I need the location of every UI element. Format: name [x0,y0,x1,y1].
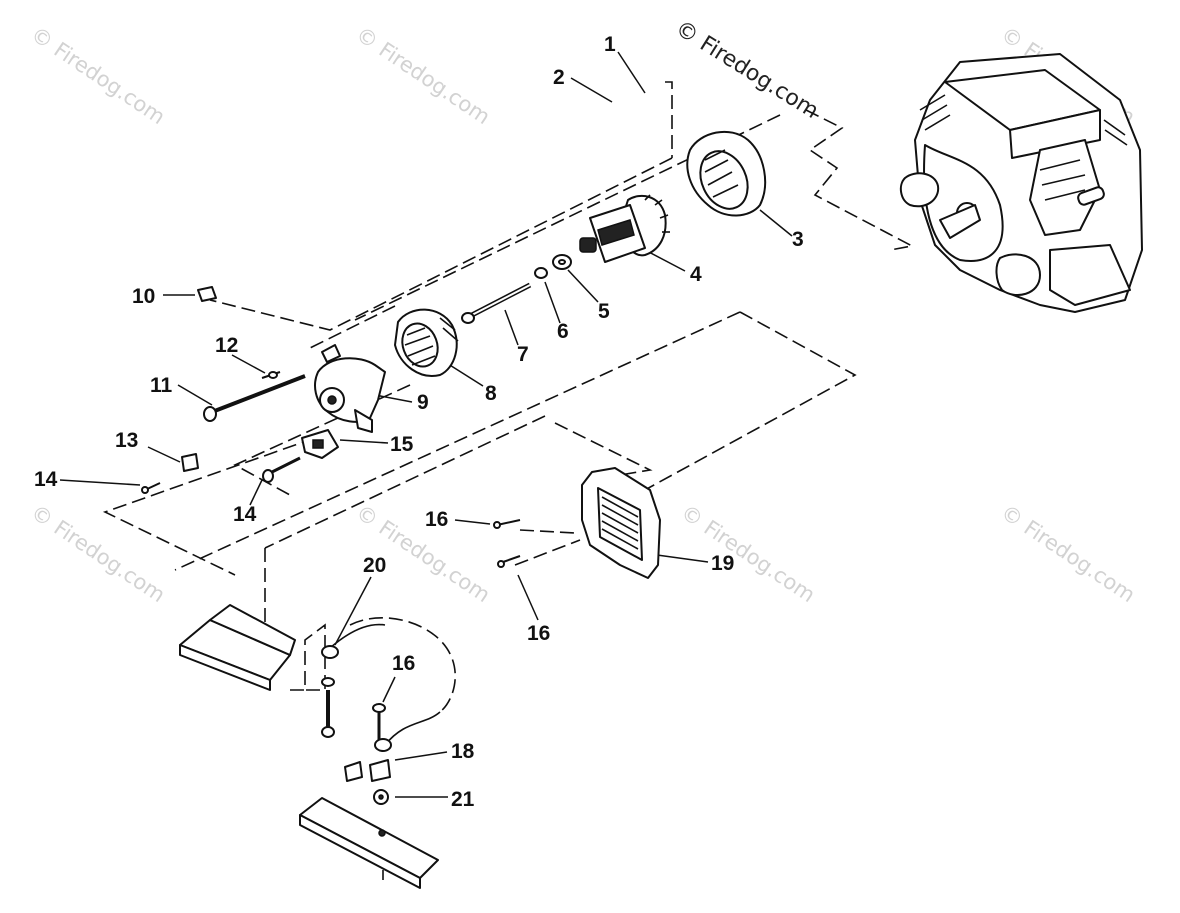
part-label-9: 9 [417,391,429,414]
part-label-12: 12 [215,334,238,357]
part-16-bolt [372,703,386,740]
part-label-13: 13 [115,429,138,452]
part-11-bolt [203,374,306,422]
part-label-10: 10 [132,285,155,308]
part-14-screw [262,456,301,483]
part-label-4: 4 [690,263,702,286]
ground-stud-left [321,677,335,738]
part-label-15: 15 [390,433,414,456]
part-4-rotor [579,194,670,263]
part-7-through-bolt [461,282,532,324]
part-labels: 1 2 3 4 5 6 7 8 9 10 11 12 13 14 14 15 1… [34,33,804,811]
part-label-19: 19 [711,552,734,575]
part-16-screw [493,519,521,529]
part-label-5: 5 [598,300,610,323]
part-20-ground-cable [321,623,441,752]
part-8-field-coil [394,308,459,377]
part-18-clamp [344,759,391,782]
part-14-screw [141,482,161,494]
part-label-2: 2 [553,66,565,89]
base-plate [299,797,439,889]
part-12-lockwasher [261,371,281,379]
part-label-7: 7 [517,343,529,366]
part-16-screw [497,555,521,568]
part-21-star-washer-hole [378,794,384,800]
part-15-brush-holder [301,429,339,459]
part-label-16: 16 [527,622,550,645]
part-13-connector [181,453,199,472]
part-label-8: 8 [485,382,497,405]
part-label-14: 14 [233,503,257,526]
part-label-1: 1 [604,33,616,56]
part-5-washer-hole [558,259,566,265]
part-label-3: 3 [792,228,804,251]
part-6-spacer [534,267,548,279]
part-label-18: 18 [451,740,475,763]
part-label-16: 16 [392,652,415,675]
assembly-dash-lines [102,81,915,880]
part-label-16: 16 [425,508,448,531]
part-label-21: 21 [451,788,475,811]
leader-lines [59,51,793,798]
part-19-cover-plate [581,467,661,579]
part-3-stator-ring [686,130,767,217]
mounting-bracket [179,604,296,691]
part-10-clip [197,286,217,302]
part-label-11: 11 [150,374,173,397]
part-label-14: 14 [34,468,58,491]
part-9-end-frame [314,344,386,433]
part-label-6: 6 [557,320,569,343]
part-label-20: 20 [363,554,386,577]
engine [899,53,1143,313]
